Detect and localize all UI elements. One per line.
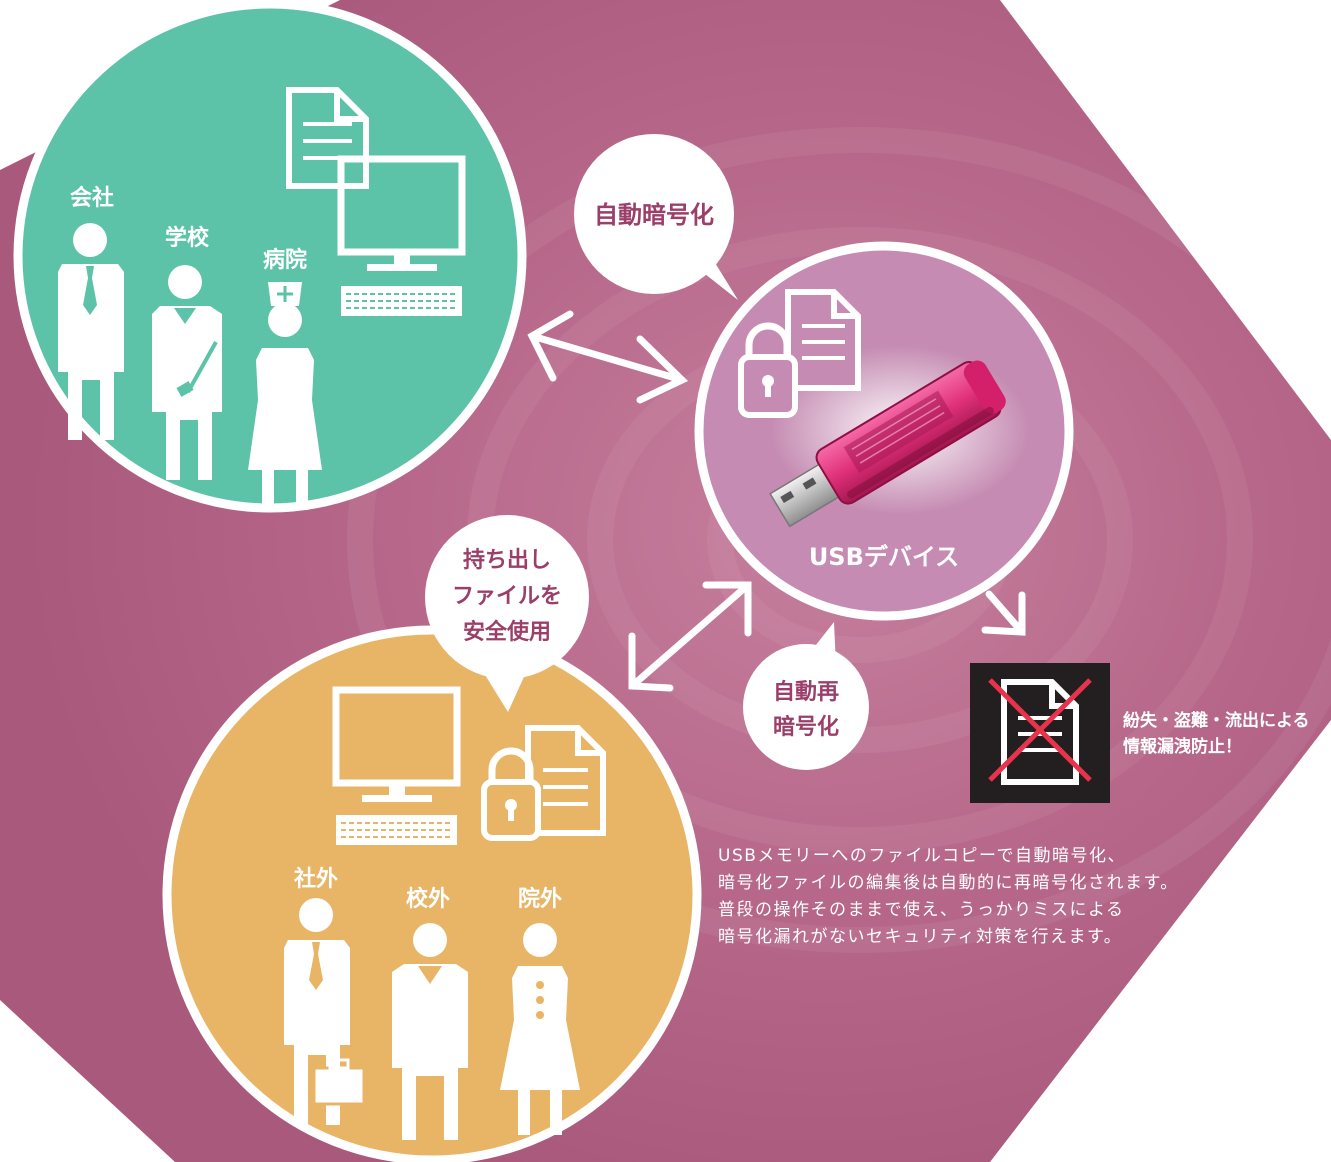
document-icon — [286, 87, 369, 189]
hospital-label: 病院 — [263, 247, 307, 273]
keyboard-icon — [336, 815, 457, 845]
outside-school-label: 校外 — [406, 886, 450, 912]
description-line-4: 暗号化漏れがないセキュリティ対策を行えます。 — [718, 927, 1123, 947]
document-icon — [525, 725, 606, 836]
company-label: 会社 — [70, 185, 114, 211]
outside-group: 社外 校外 院外 — [162, 625, 702, 1162]
auto-encrypt-text: 自動暗号化 — [594, 201, 714, 229]
usb-outside-arrow — [628, 581, 752, 692]
prevention-line-2: 情報漏洩防止！ — [1123, 736, 1242, 757]
reencrypt-bubble: 自動再 暗号化 — [743, 622, 869, 770]
usb-device-group: USBデバイス — [694, 241, 1074, 621]
lock-icon — [481, 747, 541, 841]
safe-use-bubble: 持ち出し ファイルを 安全使用 — [425, 515, 589, 712]
company-person-icon — [58, 223, 124, 440]
outside-company-label: 社外 — [294, 866, 338, 892]
usb-device-label: USBデバイス — [809, 543, 959, 571]
office-group: 会社 学校 病院 — [13, 0, 527, 513]
safe-use-line-2: ファイルを — [452, 584, 562, 609]
outside-school-person-icon — [392, 923, 468, 1140]
usb-stick-icon — [769, 360, 1006, 528]
safe-use-line-3: 安全使用 — [463, 619, 551, 645]
usb-warning-arrow — [981, 590, 1026, 636]
monitor-icon — [332, 686, 461, 802]
keyboard-icon — [341, 286, 462, 316]
nurse-icon — [248, 282, 322, 510]
school-label: 学校 — [165, 225, 210, 251]
reencrypt-line-1: 自動再 — [773, 679, 839, 705]
monitor-icon — [337, 155, 466, 271]
safe-use-line-1: 持ち出し — [463, 548, 551, 573]
description-line-3: 普段の操作そのままで使え、うっかりミスによる — [718, 900, 1125, 920]
leak-prevention-box — [970, 663, 1110, 803]
prevention-line-1: 紛失・盗難・流出による — [1123, 710, 1310, 731]
reencrypt-line-2: 暗号化 — [773, 714, 839, 740]
description-line-2: 暗号化ファイルの編集後は自動的に再暗号化されます。 — [718, 873, 1179, 893]
outside-hospital-person-icon — [500, 923, 580, 1135]
outside-hospital-label: 院外 — [518, 886, 562, 912]
outside-company-person-icon — [284, 898, 366, 1125]
crossed-document-icon — [988, 678, 1092, 785]
description-text: USBメモリーへのファイルコピーで自動暗号化、 暗号化ファイルの編集後は自動的に… — [718, 843, 1258, 951]
lock-icon — [738, 322, 798, 418]
office-usb-arrow — [527, 310, 689, 404]
school-person-icon — [152, 265, 222, 480]
document-icon — [785, 289, 861, 391]
description-line-1: USBメモリーへのファイルコピーで自動暗号化、 — [718, 846, 1127, 866]
auto-encrypt-bubble: 自動暗号化 — [574, 134, 738, 300]
